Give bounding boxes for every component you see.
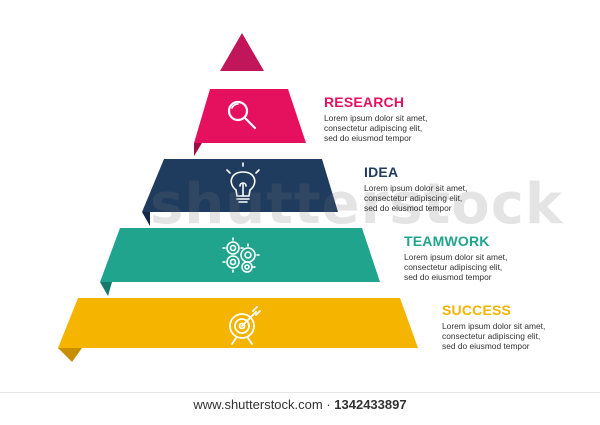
success-fold <box>58 348 82 362</box>
desc-line: sed do eiusmod tempor <box>324 133 412 143</box>
desc-line: consectetur adipiscing elit, <box>324 123 423 133</box>
desc-line: sed do eiusmod tempor <box>404 272 492 282</box>
desc-line: Lorem ipsum dolor sit amet, <box>364 183 468 193</box>
teamwork-band <box>100 228 380 282</box>
step-title-research: RESEARCH <box>324 94 405 110</box>
target-icon <box>229 306 261 345</box>
footer-bar: www.shutterstock.com · 1342433897 <box>0 392 600 421</box>
step-title-success: SUCCESS <box>442 302 512 318</box>
pyramid-top <box>220 33 264 71</box>
lightbulb-icon <box>226 162 260 203</box>
step-idea: IDEA Lorem ipsum dolor sit amet, consect… <box>364 164 524 213</box>
step-research: RESEARCH Lorem ipsum dolor sit amet, con… <box>324 94 484 143</box>
desc-line: Lorem ipsum dolor sit amet, <box>324 113 428 123</box>
desc-line: Lorem ipsum dolor sit amet, <box>404 252 508 262</box>
footer-separator: · <box>322 397 335 412</box>
idea-fold <box>142 212 150 226</box>
magnifier-icon <box>227 100 257 130</box>
teamwork-fold <box>100 282 112 296</box>
step-desc-success: Lorem ipsum dolor sit amet, consectetur … <box>442 321 600 351</box>
step-title-idea: IDEA <box>364 164 399 180</box>
desc-line: sed do eiusmod tempor <box>442 341 530 351</box>
step-teamwork: TEAMWORK Lorem ipsum dolor sit amet, con… <box>404 233 564 282</box>
desc-line: consectetur adipiscing elit, <box>364 193 463 203</box>
footer-site[interactable]: www.shutterstock.com <box>193 397 323 412</box>
desc-line: Lorem ipsum dolor sit amet, <box>442 321 546 331</box>
desc-line: sed do eiusmod tempor <box>364 203 452 213</box>
step-desc-teamwork: Lorem ipsum dolor sit amet, consectetur … <box>404 252 564 282</box>
desc-line: consectetur adipiscing elit, <box>404 262 503 272</box>
watermark: shutterstock <box>150 172 564 237</box>
footer-text: www.shutterstock.com · 1342433897 <box>0 397 600 412</box>
step-title-teamwork: TEAMWORK <box>404 233 490 249</box>
research-fold <box>194 143 202 156</box>
success-band <box>58 298 418 348</box>
step-desc-idea: Lorem ipsum dolor sit amet, consectetur … <box>364 183 524 213</box>
research-band <box>194 89 306 143</box>
footer-image-id: 1342433897 <box>334 397 407 412</box>
desc-line: consectetur adipiscing elit, <box>442 331 541 341</box>
gears-icon <box>222 237 260 273</box>
step-success: SUCCESS Lorem ipsum dolor sit amet, cons… <box>442 302 600 351</box>
step-desc-research: Lorem ipsum dolor sit amet, consectetur … <box>324 113 484 143</box>
